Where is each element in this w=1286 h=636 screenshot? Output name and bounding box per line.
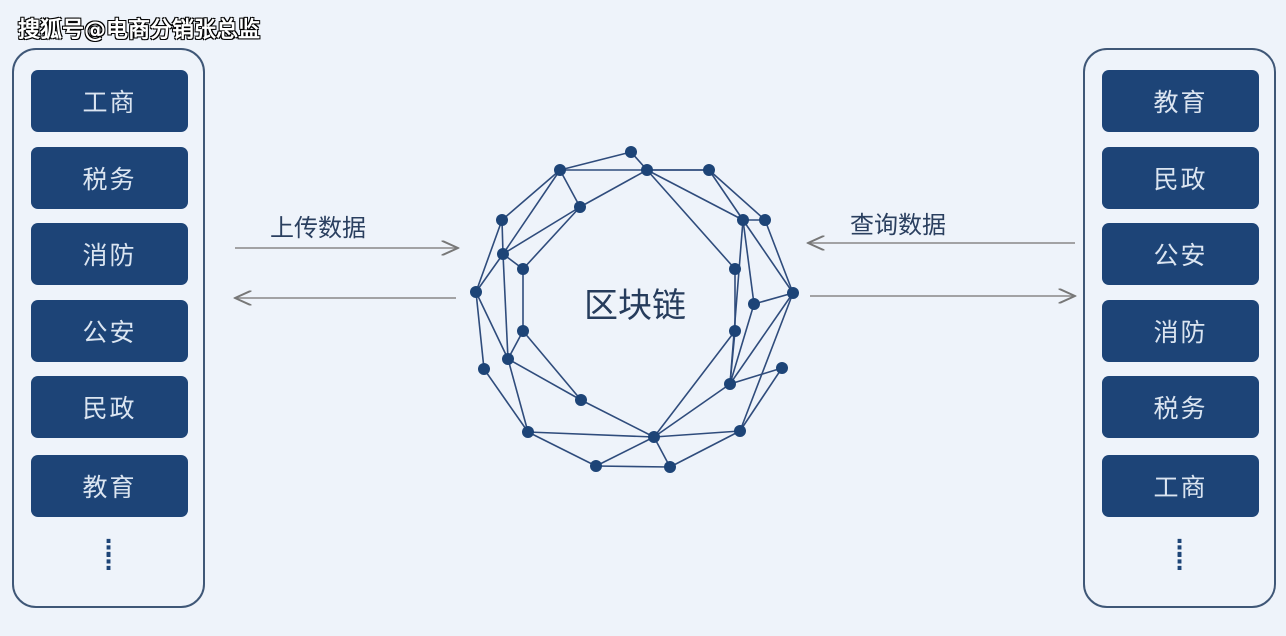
network-edge: [475, 253, 504, 293]
network-node: [517, 325, 529, 337]
network-edge: [729, 303, 755, 385]
network-edge: [739, 292, 794, 432]
network-node: [625, 146, 637, 158]
left_panel-item: 民政: [31, 376, 188, 438]
network-edge: [475, 291, 485, 370]
network-edge: [475, 219, 503, 293]
network-edge: [501, 169, 561, 221]
right_panel-item: 消防: [1102, 300, 1259, 362]
left-department-panel: 工商税务消防公安民政教育 ⋮ ⋮: [12, 48, 205, 608]
network-edge: [522, 330, 582, 401]
network-edge: [475, 291, 509, 360]
network-node: [502, 353, 514, 365]
network-node: [776, 362, 788, 374]
more-ellipsis: ⋮ ⋮: [97, 536, 120, 575]
network-node: [496, 214, 508, 226]
network-edge: [742, 219, 755, 305]
network-edge: [527, 431, 597, 467]
network-edge: [646, 169, 736, 270]
network-node: [554, 164, 566, 176]
right_panel-item: 教育: [1102, 70, 1259, 132]
network-edge: [729, 292, 794, 385]
network-node: [787, 287, 799, 299]
network-node: [734, 425, 746, 437]
network-node: [664, 461, 676, 473]
network-edge: [669, 430, 741, 468]
network-node: [648, 431, 660, 443]
network-edge: [653, 383, 731, 438]
right-department-panel: 教育民政公安消防税务工商 ⋮ ⋮: [1083, 48, 1276, 608]
network-edge: [729, 330, 736, 385]
network-edge: [729, 367, 783, 385]
network-edge: [646, 169, 744, 221]
network-edge: [559, 169, 581, 208]
network-node: [522, 426, 534, 438]
left_panel-item: 工商: [31, 70, 188, 132]
network-edge: [502, 253, 509, 360]
network-node: [703, 164, 715, 176]
network-edge: [483, 368, 529, 433]
network-node: [729, 325, 741, 337]
watermark: 搜狐号@电商分销张总监: [18, 18, 261, 43]
network-edge: [595, 436, 655, 467]
left_panel-item: 公安: [31, 300, 188, 362]
network-edge: [507, 358, 529, 433]
network-edge: [595, 465, 671, 468]
network-edge: [708, 169, 766, 221]
more-ellipsis: ⋮ ⋮: [1168, 536, 1191, 575]
network-node: [517, 263, 529, 275]
network-edge: [507, 358, 582, 401]
network-edge: [502, 169, 561, 255]
network-node: [759, 214, 771, 226]
network-edge: [653, 330, 736, 438]
network-edge: [522, 206, 581, 270]
network-node: [470, 286, 482, 298]
network-node: [497, 248, 509, 260]
network-edge: [742, 219, 794, 294]
network-node: [729, 263, 741, 275]
network-node: [590, 460, 602, 472]
right_panel-item: 工商: [1102, 455, 1259, 517]
network-node: [748, 298, 760, 310]
network-edge: [739, 367, 783, 432]
network-node: [641, 164, 653, 176]
network-edge: [708, 169, 744, 221]
network-edge: [653, 430, 741, 438]
right_panel-item: 民政: [1102, 147, 1259, 209]
network-edge: [580, 399, 655, 438]
network-node: [737, 214, 749, 226]
network-edge: [559, 151, 632, 171]
left_panel-item: 税务: [31, 147, 188, 209]
right_panel-item: 公安: [1102, 223, 1259, 285]
network-node: [478, 363, 490, 375]
blockchain-label: 区块链: [584, 286, 686, 326]
query-data-label: 查询数据: [850, 211, 946, 239]
upload-data-label: 上传数据: [270, 214, 366, 242]
network-edge: [527, 431, 655, 438]
network-node: [724, 378, 736, 390]
left_panel-item: 消防: [31, 223, 188, 285]
network-edge: [502, 206, 581, 255]
left_panel-item: 教育: [31, 455, 188, 517]
network-edge: [579, 169, 648, 208]
network-edge: [753, 292, 794, 305]
network-edge: [764, 219, 794, 294]
network-node: [575, 394, 587, 406]
right_panel-item: 税务: [1102, 376, 1259, 438]
network-node: [574, 201, 586, 213]
